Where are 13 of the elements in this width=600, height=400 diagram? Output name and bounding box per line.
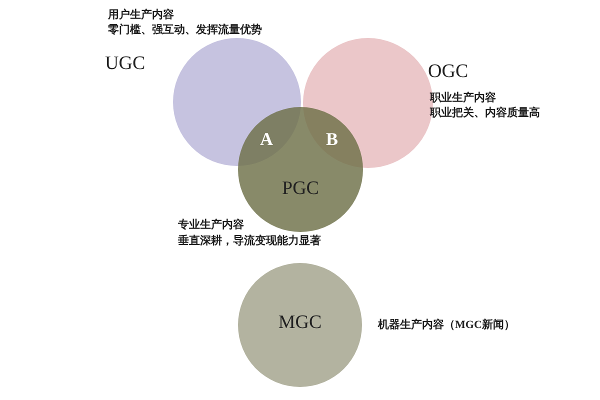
description-text: 零门槛、强互动、发挥流量优势 [108,25,262,36]
description-text: 职业生产内容 [430,93,496,104]
description-text: 用户生产内容 [108,10,174,21]
description-text: 职业把关、内容质量高 [430,108,540,119]
description-text: 垂直深耕，导流变现能力显著 [178,236,321,247]
set-title: OGC [428,60,468,84]
circle-title: PGC [282,177,319,201]
overlap-label: A [260,130,273,148]
description-text: 专业生产内容 [178,220,244,231]
overlap-label: B [326,130,338,148]
circle-title: MGC [278,311,322,335]
description-text: 机器生产内容（MGC新闻） [378,320,515,331]
set-title: UGC [105,52,146,76]
